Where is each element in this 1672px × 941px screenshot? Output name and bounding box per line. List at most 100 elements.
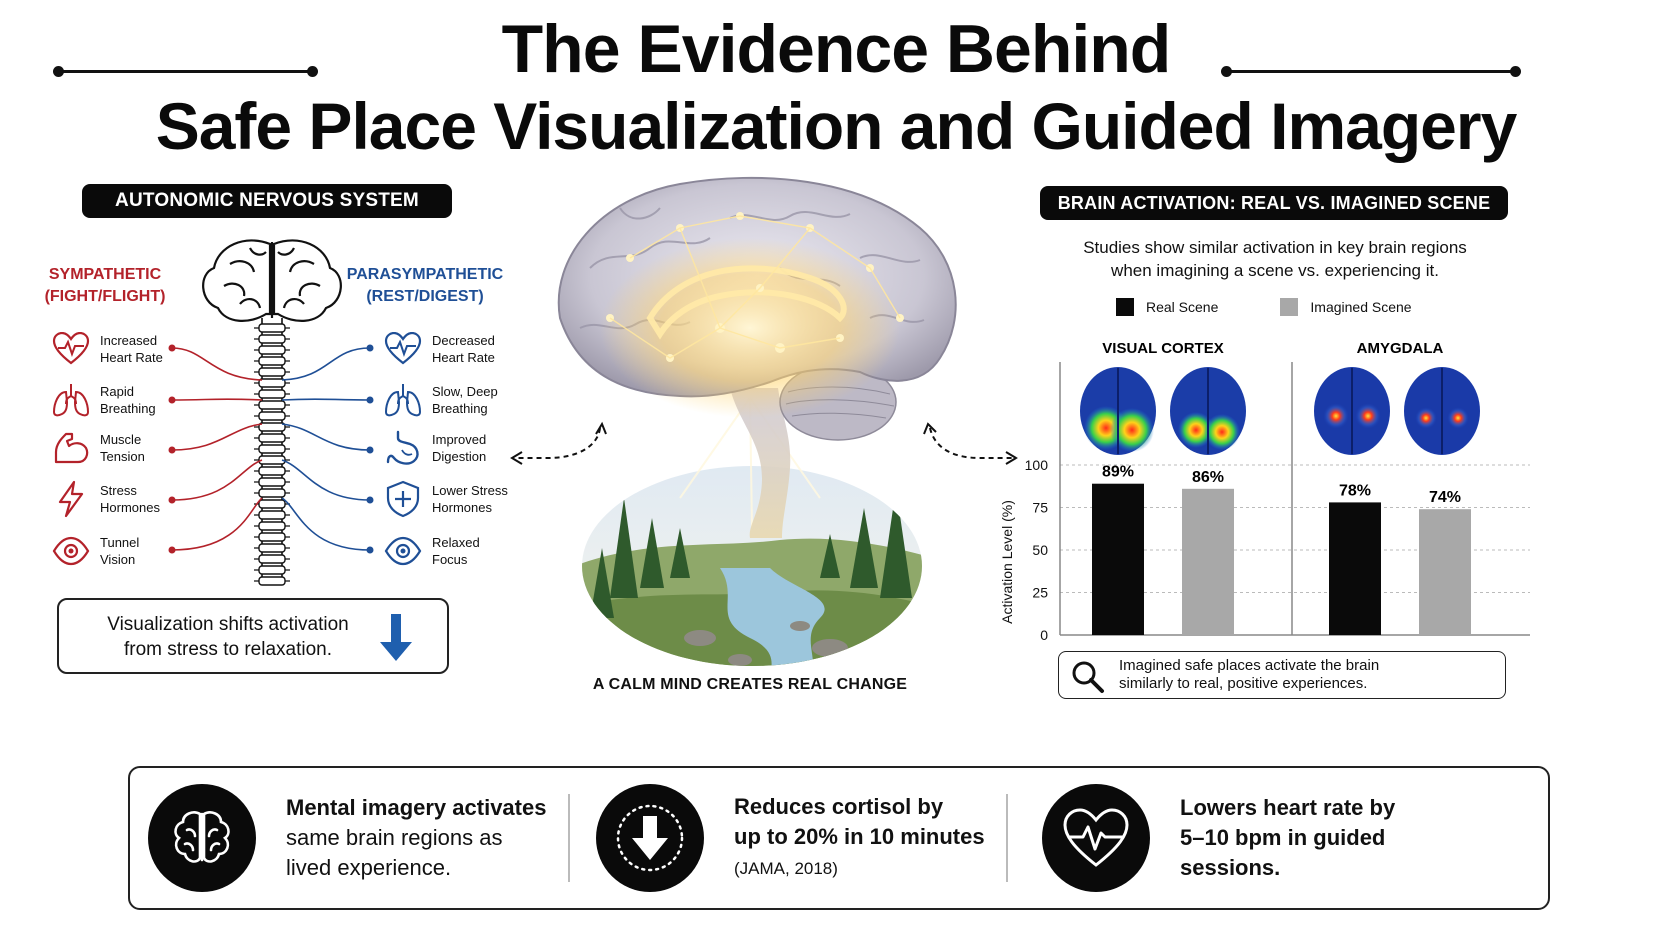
title-rule-left <box>53 66 318 77</box>
bar-imagined-0 <box>1182 488 1234 635</box>
stat-heart-rate-badge <box>1042 784 1150 892</box>
parasympathetic-title: PARASYMPATHETIC <box>346 266 504 283</box>
brain-icon <box>174 811 230 863</box>
vertebra <box>258 532 286 542</box>
item-text-2: Hormones <box>100 500 160 515</box>
item-text-1: Decreased <box>432 333 495 348</box>
vertebra <box>258 323 286 333</box>
bar-value-label: 74% <box>1429 489 1461 506</box>
category-label: AMYGDALA <box>1357 340 1444 357</box>
item-text-2: Vision <box>100 552 136 567</box>
heartbeat-icon <box>1063 808 1129 867</box>
item-text-1: Lower Stress <box>432 483 508 498</box>
stat-imagery-line-3: lived experience. <box>286 855 452 880</box>
activation-intro-line-1: Studies show similar activation in key b… <box>1083 238 1467 257</box>
vertebra <box>258 521 286 531</box>
vertebra <box>258 455 286 465</box>
eye-icon <box>384 536 422 566</box>
item-text-2: Hormones <box>432 500 492 515</box>
shift-callout: Visualization shifts activation from str… <box>57 598 449 674</box>
page-title-line-1: The Evidence Behind <box>501 11 1172 87</box>
activation-heading: BRAIN ACTIVATION: REAL VS. IMAGINED SCEN… <box>1040 186 1508 220</box>
vertebra <box>258 565 286 575</box>
fmri-visual-imagined-icon <box>1170 367 1246 455</box>
item-text-2: Heart Rate <box>432 350 495 365</box>
vertebra <box>258 378 286 388</box>
item-text-1: Stress <box>100 483 137 498</box>
bar-value-label: 89% <box>1102 464 1134 481</box>
stat-imagery-badge <box>148 784 256 892</box>
item-text-2: Focus <box>432 552 468 567</box>
stat-cortisol-badge <box>596 784 704 892</box>
center-caption: A CALM MIND CREATES REAL CHANGE <box>592 676 908 693</box>
bar-real-1 <box>1329 502 1381 635</box>
category-label: VISUAL CORTEX <box>1102 340 1223 357</box>
sympathetic-nerve-dots <box>168 344 176 554</box>
nervous-system-diagram <box>168 239 374 586</box>
brainstem <box>730 388 791 538</box>
stats-divider-2 <box>1006 794 1008 882</box>
parasympathetic-subtitle: (REST/DIGEST) <box>366 288 484 305</box>
heart-icon <box>52 332 90 365</box>
forest-river-scene <box>582 466 922 666</box>
vertebra <box>258 576 286 586</box>
bar-value-label: 78% <box>1339 482 1371 499</box>
vertebra <box>258 499 286 509</box>
item-text-1: Increased <box>100 333 158 348</box>
vertebra <box>258 367 286 377</box>
vertebra <box>258 356 286 366</box>
vertebra <box>258 389 286 399</box>
eye-icon <box>52 536 90 566</box>
item-text-2: Breathing <box>100 401 156 416</box>
brain-glow <box>600 238 900 418</box>
fmri-amygdala-imagined-icon <box>1404 367 1480 455</box>
lightning-icon <box>58 480 84 518</box>
vertebra <box>258 554 286 564</box>
shift-callout-text: Visualization shifts activation from str… <box>73 612 383 662</box>
item-text-2: Tension <box>100 449 145 464</box>
stat-imagery-text: Mental imagery activates same brain regi… <box>286 793 546 883</box>
brain-landscape-illustration <box>557 176 957 666</box>
stats-panel <box>128 766 1550 910</box>
bar-real-0 <box>1092 483 1144 635</box>
stat-cortisol: Reduces cortisol by up to 20% in 10 minu… <box>596 784 985 892</box>
stat-heart-rate-text: Lowers heart rate by 5–10 bpm in guided … <box>1180 793 1395 883</box>
stat-heart-rate-line-1: Lowers heart rate by <box>1180 795 1396 820</box>
activation-note-text: Imagined safe places activate the brain … <box>1119 657 1379 693</box>
activation-intro: Studies show similar activation in key b… <box>1010 236 1540 282</box>
stat-heart-rate-line-3: sessions. <box>1180 855 1281 880</box>
stat-imagery-line-2: same brain regions as <box>286 825 503 850</box>
heart-icon <box>384 332 422 365</box>
stats-divider-1 <box>568 794 570 882</box>
spine <box>254 318 290 586</box>
legend-label-real: Real Scene <box>1146 299 1219 315</box>
down-arrow-icon <box>380 614 412 661</box>
bar-imagined-1 <box>1419 509 1471 635</box>
item-text-1: Rapid <box>100 384 134 399</box>
shift-callout-line-2: from stress to relaxation. <box>123 639 333 660</box>
activation-note-line-1: Imagined safe places activate the brain <box>1119 657 1380 674</box>
item-text-1: Improved <box>432 432 487 447</box>
activation-note: Imagined safe places activate the brain … <box>1058 651 1506 699</box>
vertebra <box>258 466 286 476</box>
stat-cortisol-line-1: Reduces cortisol by <box>734 794 944 819</box>
stomach-icon <box>386 430 419 465</box>
muscle-icon <box>54 432 89 464</box>
item-text-1: Slow, Deep <box>432 384 498 399</box>
vertebra <box>258 400 286 410</box>
item-text-1: Tunnel <box>100 535 140 550</box>
item-text-2: Breathing <box>432 401 488 416</box>
stat-cortisol-line-2: up to 20% in 10 minutes <box>734 824 985 849</box>
stat-cortisol-source: (JAMA, 2018) <box>734 859 838 878</box>
sympathetic-subtitle: (FIGHT/FLIGHT) <box>44 288 166 305</box>
